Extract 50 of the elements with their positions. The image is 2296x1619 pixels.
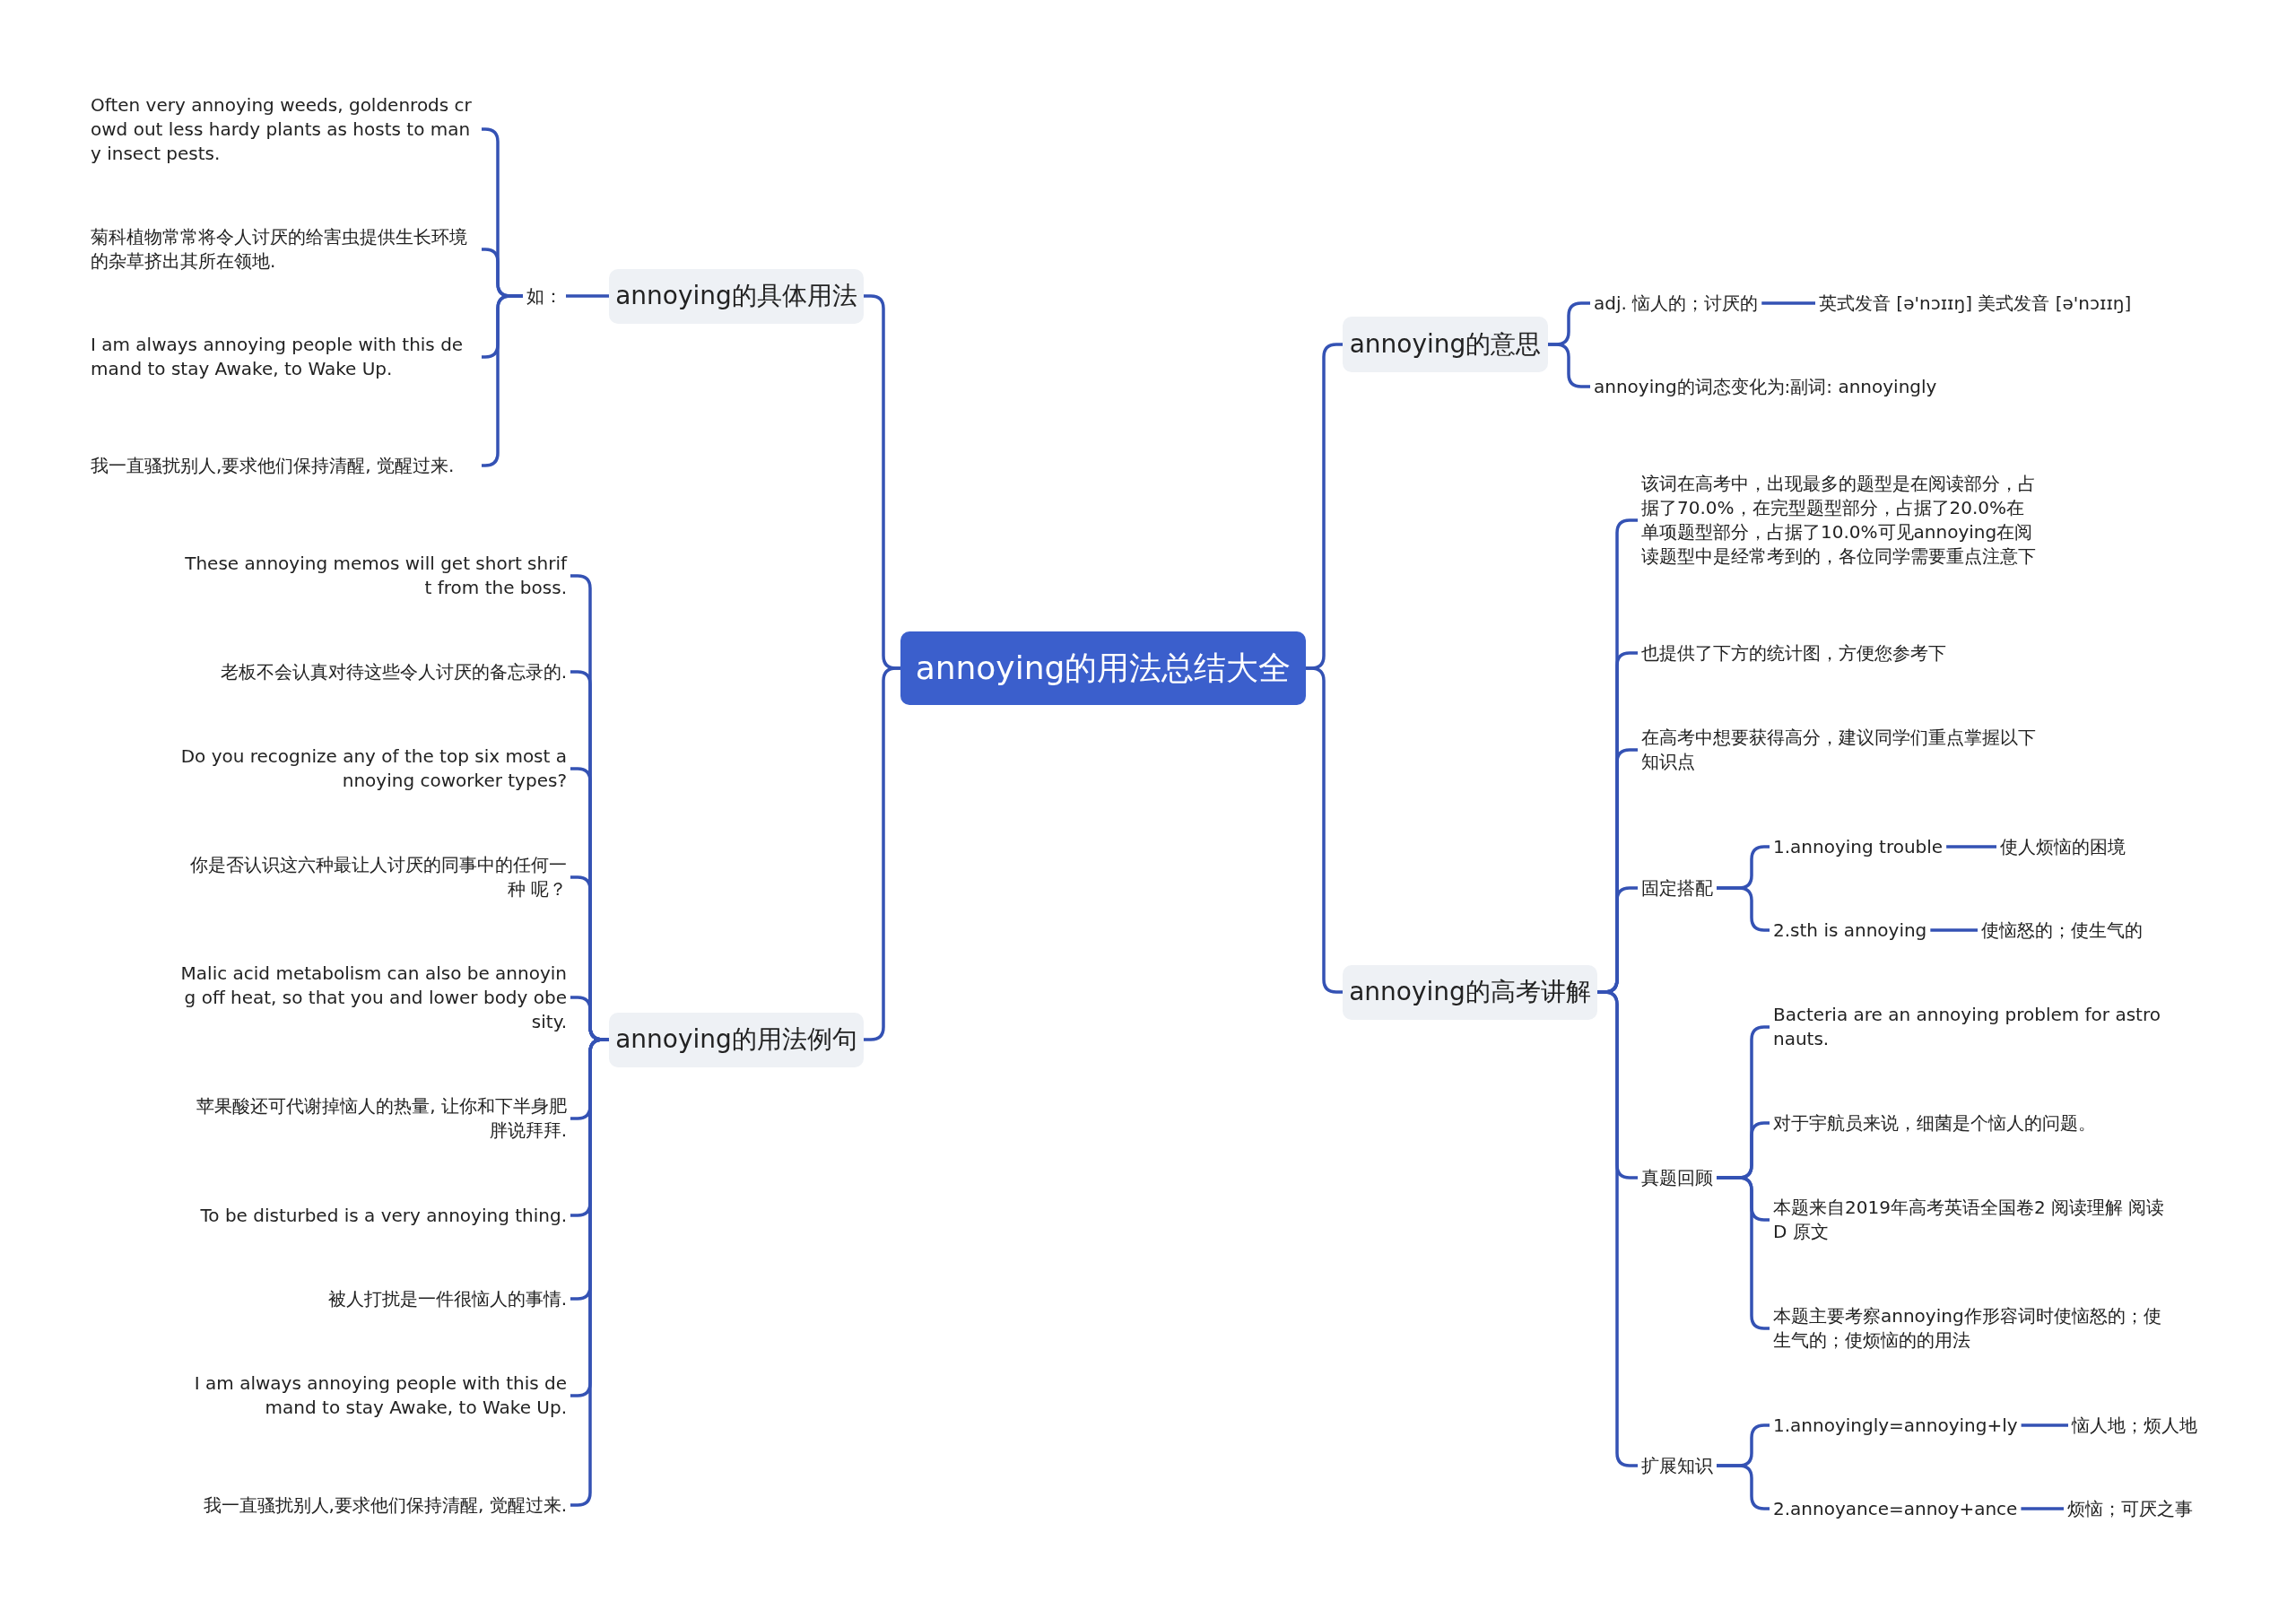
connector-line (566, 294, 609, 298)
topic-box: annoying的具体用法 (609, 268, 864, 324)
connector-line (1946, 845, 1996, 849)
topic-text: 我一直骚扰别人,要求他们保持清醒, 觉醒过来. (87, 451, 482, 480)
topic-text: 本题主要考察annoying作形容词时使恼怒的；使生气的；使烦恼的的用法 (1770, 1302, 2173, 1354)
topic-text: 真题回顾 (1638, 1163, 1717, 1192)
topic-text: 你是否认识这六种最让人讨厌的同事中的任何一种 呢？ (176, 851, 570, 903)
connector-line (2021, 1423, 2068, 1427)
topic-text: Often very annoying weeds, goldenrods crowd out less hardy plants as hosts to many insect pests. (87, 91, 482, 168)
topic-text: 老板不会认真对待这些令人讨厌的备忘录的. (176, 657, 570, 686)
topic-text: 菊科植物常常将令人讨厌的给害虫提供生长环境的杂草挤出其所在领地. (87, 223, 482, 275)
topic-text: Do you recognize any of the top six most annoying coworker types? (176, 743, 570, 795)
topic-text: 在高考中想要获得高分，建议同学们重点掌握以下知识点 (1638, 724, 2041, 776)
connector-line (2021, 1507, 2064, 1510)
topic-text: 英式发音 [ə'nɔɪɪŋ] 美式发音 [ə'nɔɪɪŋ] (1815, 289, 2135, 318)
topic-text: 被人打扰是一件很恼人的事情. (176, 1284, 570, 1313)
topic-text: adj. 恼人的；讨厌的 (1590, 289, 1762, 318)
connector-line (1717, 886, 1770, 932)
topic-text: 对于宇航员来说，细菌是个恼人的问题。 (1770, 1109, 2100, 1137)
connector-line (864, 666, 900, 1041)
topic-text: Malic acid metabolism can also be annoying off heat, so that you and lower body obesity. (176, 959, 570, 1036)
topic-box: annoying的高考讲解 (1343, 964, 1597, 1020)
topic-text: 苹果酸还可代谢掉恼人的热量, 让你和下半身肥胖说拜拜. (176, 1092, 570, 1145)
topic-text: 也提供了下方的统计图，方便您参考下 (1638, 639, 1950, 667)
topic-text: 该词在高考中，出现最多的题型是在阅读部分，占据了70.0%，在完型题型部分，占据了20.0%在单项题型部分，占据了10.0%可见annoying在阅读题型中是经常考到的，各位同学需要重点注意下 (1638, 470, 2041, 570)
topic-text: 使恼怒的；使生气的 (1978, 916, 2146, 944)
topic-text: 如： (523, 282, 566, 310)
connector-line (1717, 1464, 1770, 1510)
topic-text: I am always annoying people with this demand to stay Awake, to Wake Up. (87, 331, 482, 383)
topic-text: 我一直骚扰别人,要求他们保持清醒, 觉醒过来. (176, 1491, 570, 1519)
connector-line (1761, 301, 1815, 305)
topic-text: Bacteria are an annoying problem for astronauts. (1770, 1001, 2173, 1053)
topic-text: 本题来自2019年高考英语全国卷2 阅读理解 阅读D 原文 (1770, 1194, 2173, 1246)
topic-text: 1.annoying trouble (1770, 832, 1947, 861)
topic-text: 烦恼；可厌之事 (2064, 1494, 2196, 1523)
central-topic-box: annoying的用法总结大全 (900, 631, 1306, 705)
topic-text: annoying的词态变化为:副词: annoyingly (1590, 372, 1941, 401)
topic-text: These annoying memos will get short shrift from the boss. (176, 550, 570, 602)
topic-text: To be disturbed is a very annoying thing. (176, 1201, 570, 1230)
topic-text: 1.annoyingly=annoying+ly (1770, 1411, 2022, 1440)
connector-line (1930, 928, 1978, 932)
topic-box: annoying的用法例句 (609, 1012, 864, 1067)
topic-text: 2.sth is annoying (1770, 916, 1931, 944)
topic-text: 固定搭配 (1638, 874, 1717, 902)
topic-text: I am always annoying people with this demand to stay Awake, to Wake Up. (176, 1370, 570, 1422)
topic-text: 恼人地；烦人地 (2068, 1411, 2201, 1440)
topic-text: 扩展知识 (1638, 1451, 1717, 1480)
topic-text: 2.annoyance=annoy+ance (1770, 1494, 2022, 1523)
topic-text: 使人烦恼的困境 (1996, 832, 2129, 861)
topic-box: annoying的意思 (1343, 317, 1548, 372)
